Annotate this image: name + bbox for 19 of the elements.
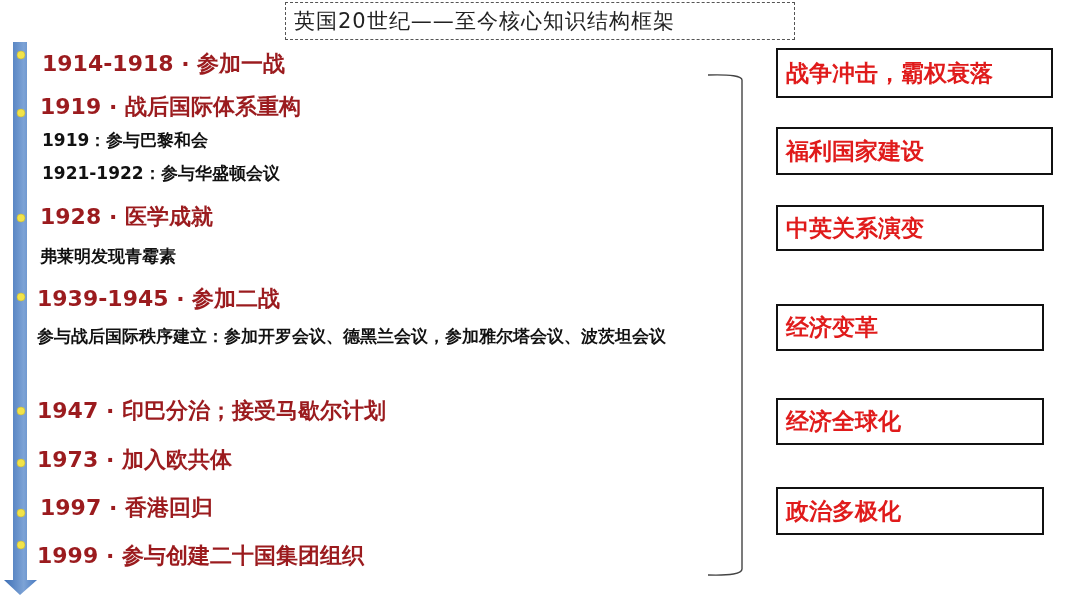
timeline-heading: 1999 · 参与创建二十国集团组织 bbox=[37, 543, 364, 569]
timeline-heading: 1947 · 印巴分治；接受马歇尔计划 bbox=[37, 398, 386, 424]
theme-box: 战争冲击，霸权衰落 bbox=[776, 48, 1053, 98]
theme-box: 经济全球化 bbox=[776, 398, 1044, 445]
timeline-heading: 1997 · 香港回归 bbox=[40, 495, 213, 521]
theme-box: 经济变革 bbox=[776, 304, 1044, 351]
timeline-heading: 1914-1918 · 参加一战 bbox=[42, 51, 286, 77]
timeline-note: 1919：参与巴黎和会 bbox=[42, 129, 209, 152]
theme-box: 福利国家建设 bbox=[776, 127, 1053, 175]
timeline-heading: 1973 · 加入欧共体 bbox=[37, 447, 232, 473]
timeline-heading: 1919 · 战后国际体系重构 bbox=[40, 94, 301, 120]
timeline-heading: 1939-1945 · 参加二战 bbox=[37, 286, 281, 312]
theme-box: 政治多极化 bbox=[776, 487, 1044, 535]
timeline-note: 参与战后国际秩序建立：参加开罗会议、德黑兰会议，参加雅尔塔会议、波茨坦会议 bbox=[37, 325, 667, 348]
timeline-note: 弗莱明发现青霉素 bbox=[40, 245, 176, 268]
theme-box: 中英关系演变 bbox=[776, 205, 1044, 251]
timeline-note: 1921-1922：参与华盛顿会议 bbox=[42, 162, 280, 185]
title: 英国20世纪——至今核心知识结构框架 bbox=[285, 2, 795, 40]
timeline-heading: 1928 · 医学成就 bbox=[40, 204, 213, 230]
